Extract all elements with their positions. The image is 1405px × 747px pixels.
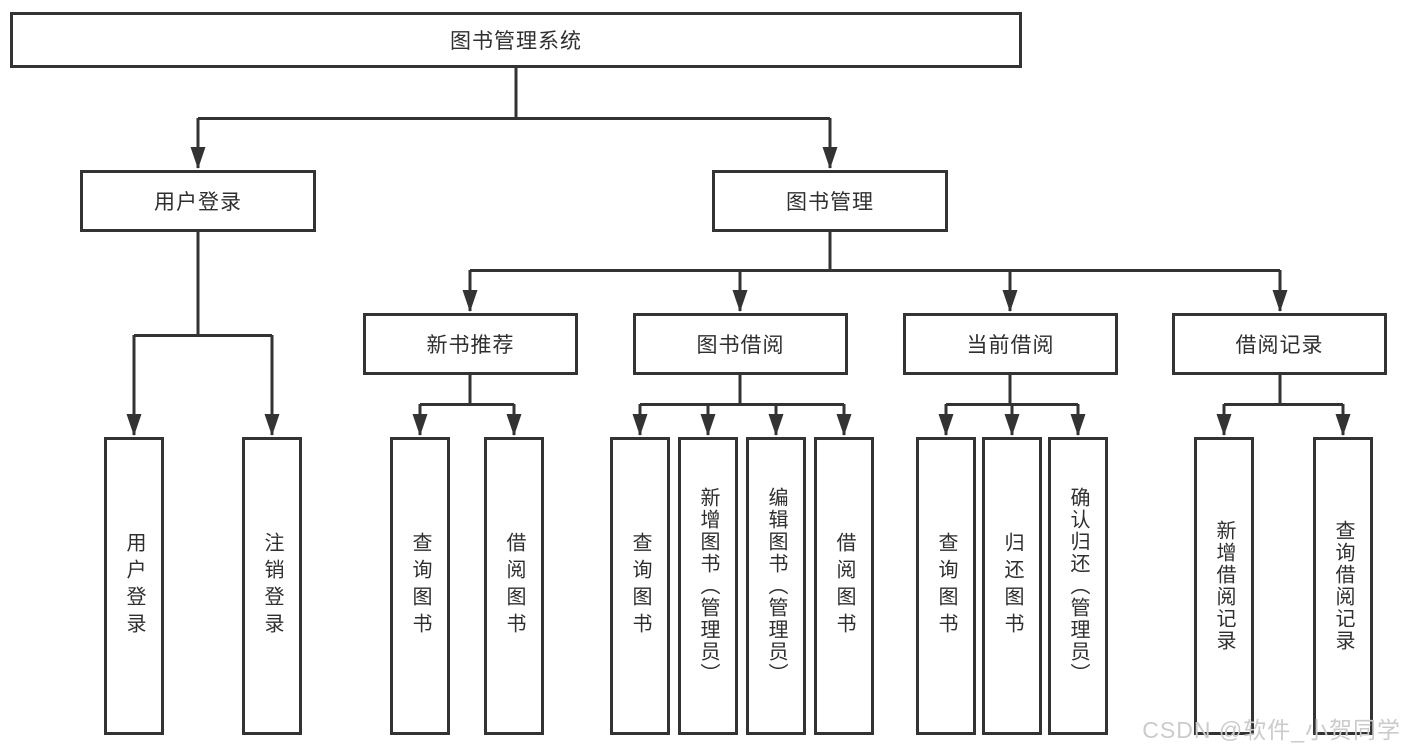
leaf-bb-add-books-admin: 新增图书（管理员）: [678, 437, 738, 735]
node-label: 用户登录: [123, 532, 145, 640]
node-label: 当前借阅: [966, 334, 1055, 357]
leaf-cb-return-books: 归还图书: [982, 437, 1042, 735]
node-label: 图书借阅: [696, 334, 785, 357]
leaf-nb-query-books: 查询图书: [390, 437, 450, 735]
connector-current-split: [946, 375, 1078, 406]
leaf-cb-query-books: 查询图书: [916, 437, 976, 735]
leaf-logout: 注销登录: [242, 437, 302, 735]
connector-borrowing-split: [640, 375, 844, 406]
node-system-root: 图书管理系统: [10, 12, 1022, 68]
csdn-watermark: CSDN @软件_小贺同学: [1142, 717, 1401, 743]
leaf-nb-borrow-books: 借阅图书: [484, 437, 544, 735]
node-new-book-recommendation: 新书推荐: [363, 313, 578, 375]
connector-user-login-split: [134, 232, 272, 337]
leaf-user-login: 用户登录: [104, 437, 164, 735]
node-label: 查询图书: [409, 532, 431, 640]
node-label: 用户登录: [154, 191, 242, 214]
node-label: 图书管理: [786, 191, 874, 214]
node-user-login: 用户登录: [80, 170, 316, 232]
node-current-borrowing: 当前借阅: [903, 313, 1118, 375]
connector-records-split: [1224, 375, 1343, 406]
node-label: 借阅图书: [503, 532, 525, 640]
node-label: 新书推荐: [426, 334, 515, 357]
node-book-management: 图书管理: [712, 170, 948, 232]
node-label: 借阅记录: [1235, 334, 1324, 357]
leaf-cb-confirm-return-admin: 确认归还（管理员）: [1048, 437, 1108, 735]
node-label: 查询图书: [629, 532, 651, 640]
node-label: 图书管理系统: [450, 30, 582, 53]
leaf-br-add-record: 新增借阅记录: [1194, 437, 1254, 735]
node-label: 借阅图书: [833, 532, 855, 640]
node-label: 查询借阅记录: [1332, 520, 1354, 652]
connector-root-split: [198, 68, 830, 120]
leaf-bb-borrow-books: 借阅图书: [814, 437, 874, 735]
node-label: 新增图书（管理员）: [697, 487, 719, 685]
node-label: 归还图书: [1001, 532, 1023, 640]
node-label: 注销登录: [261, 532, 283, 640]
connector-new-books-split: [420, 375, 514, 406]
leaf-bb-query-books: 查询图书: [610, 437, 670, 735]
node-book-borrowing: 图书借阅: [633, 313, 848, 375]
node-label: 新增借阅记录: [1213, 520, 1235, 652]
leaf-br-query-record: 查询借阅记录: [1313, 437, 1373, 735]
node-label: 查询图书: [935, 532, 957, 640]
node-borrowing-records: 借阅记录: [1172, 313, 1387, 375]
node-label: 确认归还（管理员）: [1067, 487, 1089, 685]
leaf-bb-edit-books-admin: 编辑图书（管理员）: [746, 437, 806, 735]
connector-book-mgmt-split: [470, 232, 1280, 272]
node-label: 编辑图书（管理员）: [765, 487, 787, 685]
